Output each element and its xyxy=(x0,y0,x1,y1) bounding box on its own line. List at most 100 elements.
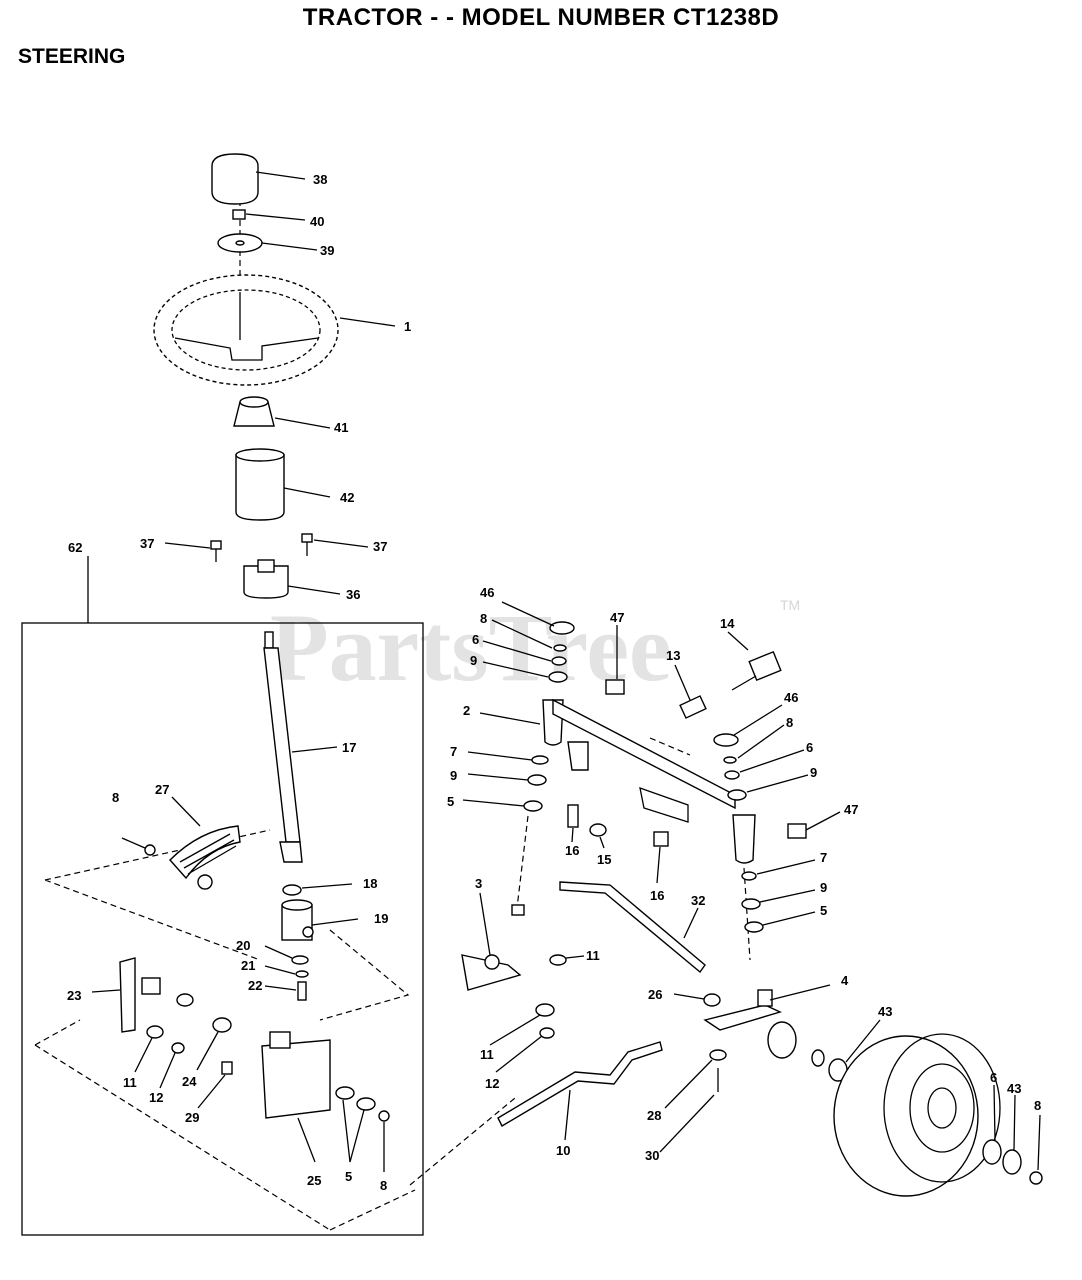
label-6-axle-left: 6 xyxy=(472,632,479,647)
part-steering-shaft-17 xyxy=(263,631,303,863)
part-sleeve-42 xyxy=(235,448,285,521)
part-bushing-24 xyxy=(176,993,232,1033)
label-46-left: 46 xyxy=(480,585,494,600)
part-bearing-9-right-low xyxy=(741,898,761,910)
label-17: 17 xyxy=(342,740,356,755)
part-bracket-36 xyxy=(243,559,289,599)
part-washer-5-right xyxy=(744,921,764,933)
part-washer-39 xyxy=(217,233,263,253)
label-32: 32 xyxy=(691,893,705,908)
part-bracket-23 xyxy=(119,957,161,1033)
subassembly-62-box xyxy=(21,622,424,1236)
label-12-left: 12 xyxy=(149,1090,163,1105)
label-16-left: 16 xyxy=(565,843,579,858)
label-37-right: 37 xyxy=(373,539,387,554)
label-41: 41 xyxy=(334,420,348,435)
label-30: 30 xyxy=(645,1148,659,1163)
label-24: 24 xyxy=(182,1074,197,1089)
label-7-right: 7 xyxy=(820,850,827,865)
watermark-text: PartsTree xyxy=(270,594,672,701)
part-bearing-9-axle-left xyxy=(548,671,568,683)
watermark-tm: TM xyxy=(780,597,800,613)
link-to-drag xyxy=(409,1097,516,1186)
part-clip-8-axle-right xyxy=(723,756,737,764)
label-8-axle-right: 8 xyxy=(786,715,793,730)
label-11-lower: 11 xyxy=(480,1047,494,1062)
label-62: 62 xyxy=(68,540,82,555)
part-clip-8-left xyxy=(144,844,156,856)
label-7-left: 7 xyxy=(450,744,457,759)
part-washer-5-left xyxy=(523,800,543,812)
label-9-left: 9 xyxy=(450,768,457,783)
part-cap-46-left xyxy=(549,621,575,635)
label-43-outer: 43 xyxy=(1007,1081,1021,1096)
label-9-right: 9 xyxy=(820,880,827,895)
label-29: 29 xyxy=(185,1110,199,1125)
part-spacer-13 xyxy=(679,695,707,719)
label-5-left: 5 xyxy=(447,794,454,809)
label-6-axle-right: 6 xyxy=(806,740,813,755)
part-pinion-19 xyxy=(281,899,314,941)
part-labels: 38 40 39 1 41 42 62 37 37 36 17 8 27 18 … xyxy=(67,172,1041,1193)
label-2: 2 xyxy=(463,703,470,718)
label-21: 21 xyxy=(241,958,255,973)
label-1: 1 xyxy=(404,319,411,334)
part-washer-7-right xyxy=(741,871,757,881)
label-12-lower: 12 xyxy=(485,1076,499,1091)
label-8-wheel: 8 xyxy=(1034,1098,1041,1113)
label-23: 23 xyxy=(67,988,81,1003)
part-bolt-37-left xyxy=(210,540,222,562)
part-steering-wheel-1 xyxy=(153,274,339,386)
label-25: 25 xyxy=(307,1173,321,1188)
label-16-right: 16 xyxy=(650,888,664,903)
part-front-axle xyxy=(552,698,736,823)
part-washer-12-lower xyxy=(539,1027,555,1039)
label-8-left: 8 xyxy=(112,790,119,805)
label-14: 14 xyxy=(720,616,735,631)
part-washer-28 xyxy=(709,1049,727,1061)
part-nut-26 xyxy=(703,993,721,1007)
part-nut-15 xyxy=(589,823,607,837)
label-26: 26 xyxy=(648,987,662,1002)
label-4: 4 xyxy=(841,973,849,988)
label-40: 40 xyxy=(310,214,324,229)
label-42: 42 xyxy=(340,490,354,505)
label-5-right: 5 xyxy=(820,903,827,918)
part-washers-5-bottom xyxy=(335,1086,376,1111)
page-title: TRACTOR - - MODEL NUMBER CT1238D xyxy=(302,4,780,31)
part-washer-6-axle-right xyxy=(724,770,740,780)
part-bolt-14 xyxy=(731,650,782,691)
label-22: 22 xyxy=(248,978,262,993)
part-adapter-41 xyxy=(233,396,275,427)
part-fitting-47-right xyxy=(787,823,807,839)
part-cap-46-right xyxy=(713,733,739,747)
label-27: 27 xyxy=(155,782,169,797)
part-bushing-11-left xyxy=(146,1025,164,1039)
label-43-inner: 43 xyxy=(878,1004,892,1019)
part-nut-40 xyxy=(232,209,246,220)
label-19: 19 xyxy=(374,911,388,926)
label-46-right: 46 xyxy=(784,690,798,705)
part-bolt-22 xyxy=(297,981,307,1001)
label-3: 3 xyxy=(475,876,482,891)
part-spindle-4 xyxy=(703,989,782,1031)
label-37-left: 37 xyxy=(140,536,154,551)
label-11-left: 11 xyxy=(123,1075,137,1090)
label-6-wheel: 6 xyxy=(990,1070,997,1085)
label-9-axle-right: 9 xyxy=(810,765,817,780)
label-39: 39 xyxy=(320,243,334,258)
part-cap-38 xyxy=(211,153,259,205)
part-sector-gear-27 xyxy=(169,825,241,890)
part-bracket-25 xyxy=(261,1031,331,1119)
part-bearing-9-axle-right xyxy=(727,789,747,801)
label-13: 13 xyxy=(666,648,680,663)
part-bushing-11-lower xyxy=(535,1003,555,1017)
part-drag-link-32 xyxy=(559,881,706,974)
part-tie-rod-10 xyxy=(497,1041,663,1127)
part-washer-6-wheel xyxy=(982,1139,1002,1165)
part-bolt-37-right xyxy=(301,533,313,556)
label-15: 15 xyxy=(597,852,611,867)
part-washer-43-outer xyxy=(1002,1149,1022,1175)
part-spindle-right-tube xyxy=(732,814,756,864)
